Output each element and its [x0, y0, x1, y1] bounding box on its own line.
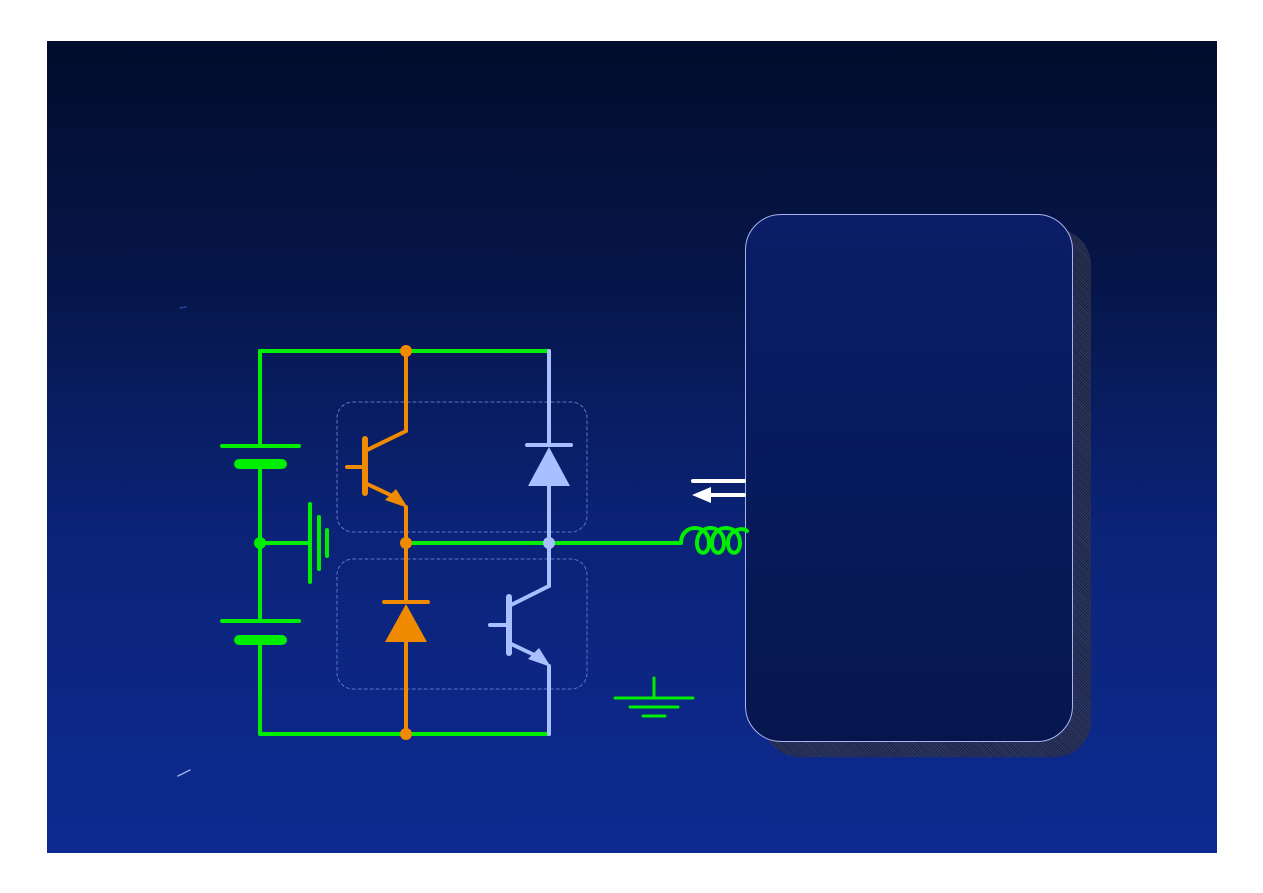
half-bridge-circuit	[177, 306, 749, 777]
output-inductor	[679, 526, 749, 555]
junction-top	[400, 345, 412, 357]
orange-upper-collector	[363, 429, 408, 453]
lower-dc-source	[220, 619, 301, 645]
load-ground-icon	[613, 676, 695, 718]
orange-upper-emitter-arrow	[385, 489, 408, 508]
blue-upper-diode-icon	[528, 447, 570, 486]
current-arrows-icon	[691, 479, 746, 503]
upper-module-outline	[336, 401, 588, 533]
junction-bottom	[400, 728, 412, 740]
stray-mark-bottom	[177, 769, 191, 777]
midpoint-ground-icon	[308, 502, 329, 584]
junction-phase-blue	[543, 537, 555, 549]
load-box	[745, 214, 1073, 742]
blue-lower-collector	[507, 584, 551, 608]
orange-lower-diode-icon	[385, 604, 427, 642]
stray-mark-top	[179, 306, 187, 309]
blue-lower-emitter-arrow	[528, 648, 551, 667]
upper-dc-source	[220, 444, 301, 469]
junction-midpoint	[254, 537, 266, 549]
junction-phase-orange	[400, 537, 412, 549]
lower-module-outline	[336, 558, 588, 690]
slide-background	[47, 41, 1217, 853]
